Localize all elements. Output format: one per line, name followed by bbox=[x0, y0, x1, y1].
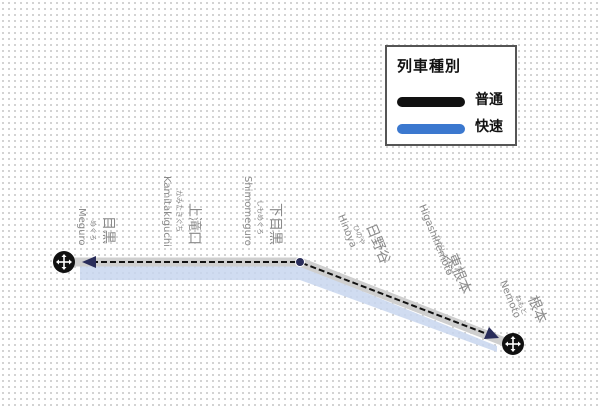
legend-panel: 列車種別 普通 快速 bbox=[385, 45, 517, 146]
station-roman: Kamitakiguchi bbox=[161, 176, 172, 247]
move-handle-west[interactable] bbox=[53, 251, 75, 273]
station-kanji: 根本 bbox=[524, 294, 549, 326]
station-label-shimomeguro[interactable]: 下目黒 しもめぐろ Shimomeguro bbox=[242, 176, 283, 246]
junction-node-icon[interactable] bbox=[295, 257, 305, 267]
station-roman: Higashinemoto bbox=[416, 203, 454, 277]
station-label-kamitakiguchi[interactable]: 上滝口 かみたきぐち Kamitakiguchi bbox=[161, 176, 202, 247]
legend-label-rapid: 快速 bbox=[475, 119, 503, 135]
station-label-nemoto[interactable]: 根本 ねもと Nemoto bbox=[497, 279, 549, 325]
local-line-segment-east bbox=[301, 262, 488, 335]
station-kana: しもめぐろ bbox=[256, 200, 264, 235]
station-kanji: 目黒 bbox=[100, 216, 116, 244]
arrowhead-east-icon bbox=[484, 327, 499, 339]
station-kanji: 下目黒 bbox=[267, 203, 283, 245]
station-kanji: 上滝口 bbox=[186, 203, 202, 245]
move-icon bbox=[56, 254, 72, 270]
station-kana: かみたきぐち bbox=[175, 190, 183, 232]
legend-label-local: 普通 bbox=[475, 92, 503, 108]
station-kanji: 日野谷 bbox=[362, 222, 393, 267]
station-roman: Meguro bbox=[76, 208, 87, 245]
move-icon bbox=[505, 336, 521, 352]
move-handle-east[interactable] bbox=[502, 333, 524, 355]
arrowhead-west-icon bbox=[82, 256, 96, 268]
station-label-meguro[interactable]: 目黒 めぐろ Meguro bbox=[76, 208, 116, 245]
station-kana: めぐろ bbox=[89, 220, 97, 241]
legend-swatch-local bbox=[397, 97, 465, 107]
legend-swatch-rapid bbox=[397, 124, 465, 134]
rapid-route-band bbox=[80, 266, 497, 352]
legend-title: 列車種別 bbox=[397, 57, 462, 75]
station-label-higashinemoto[interactable]: 東根本 ひがしねもと Higashinemoto bbox=[416, 203, 474, 296]
station-label-hinoya[interactable]: 日野谷 ひのや Hinoya bbox=[335, 213, 393, 266]
station-roman: Shimomeguro bbox=[242, 176, 253, 246]
